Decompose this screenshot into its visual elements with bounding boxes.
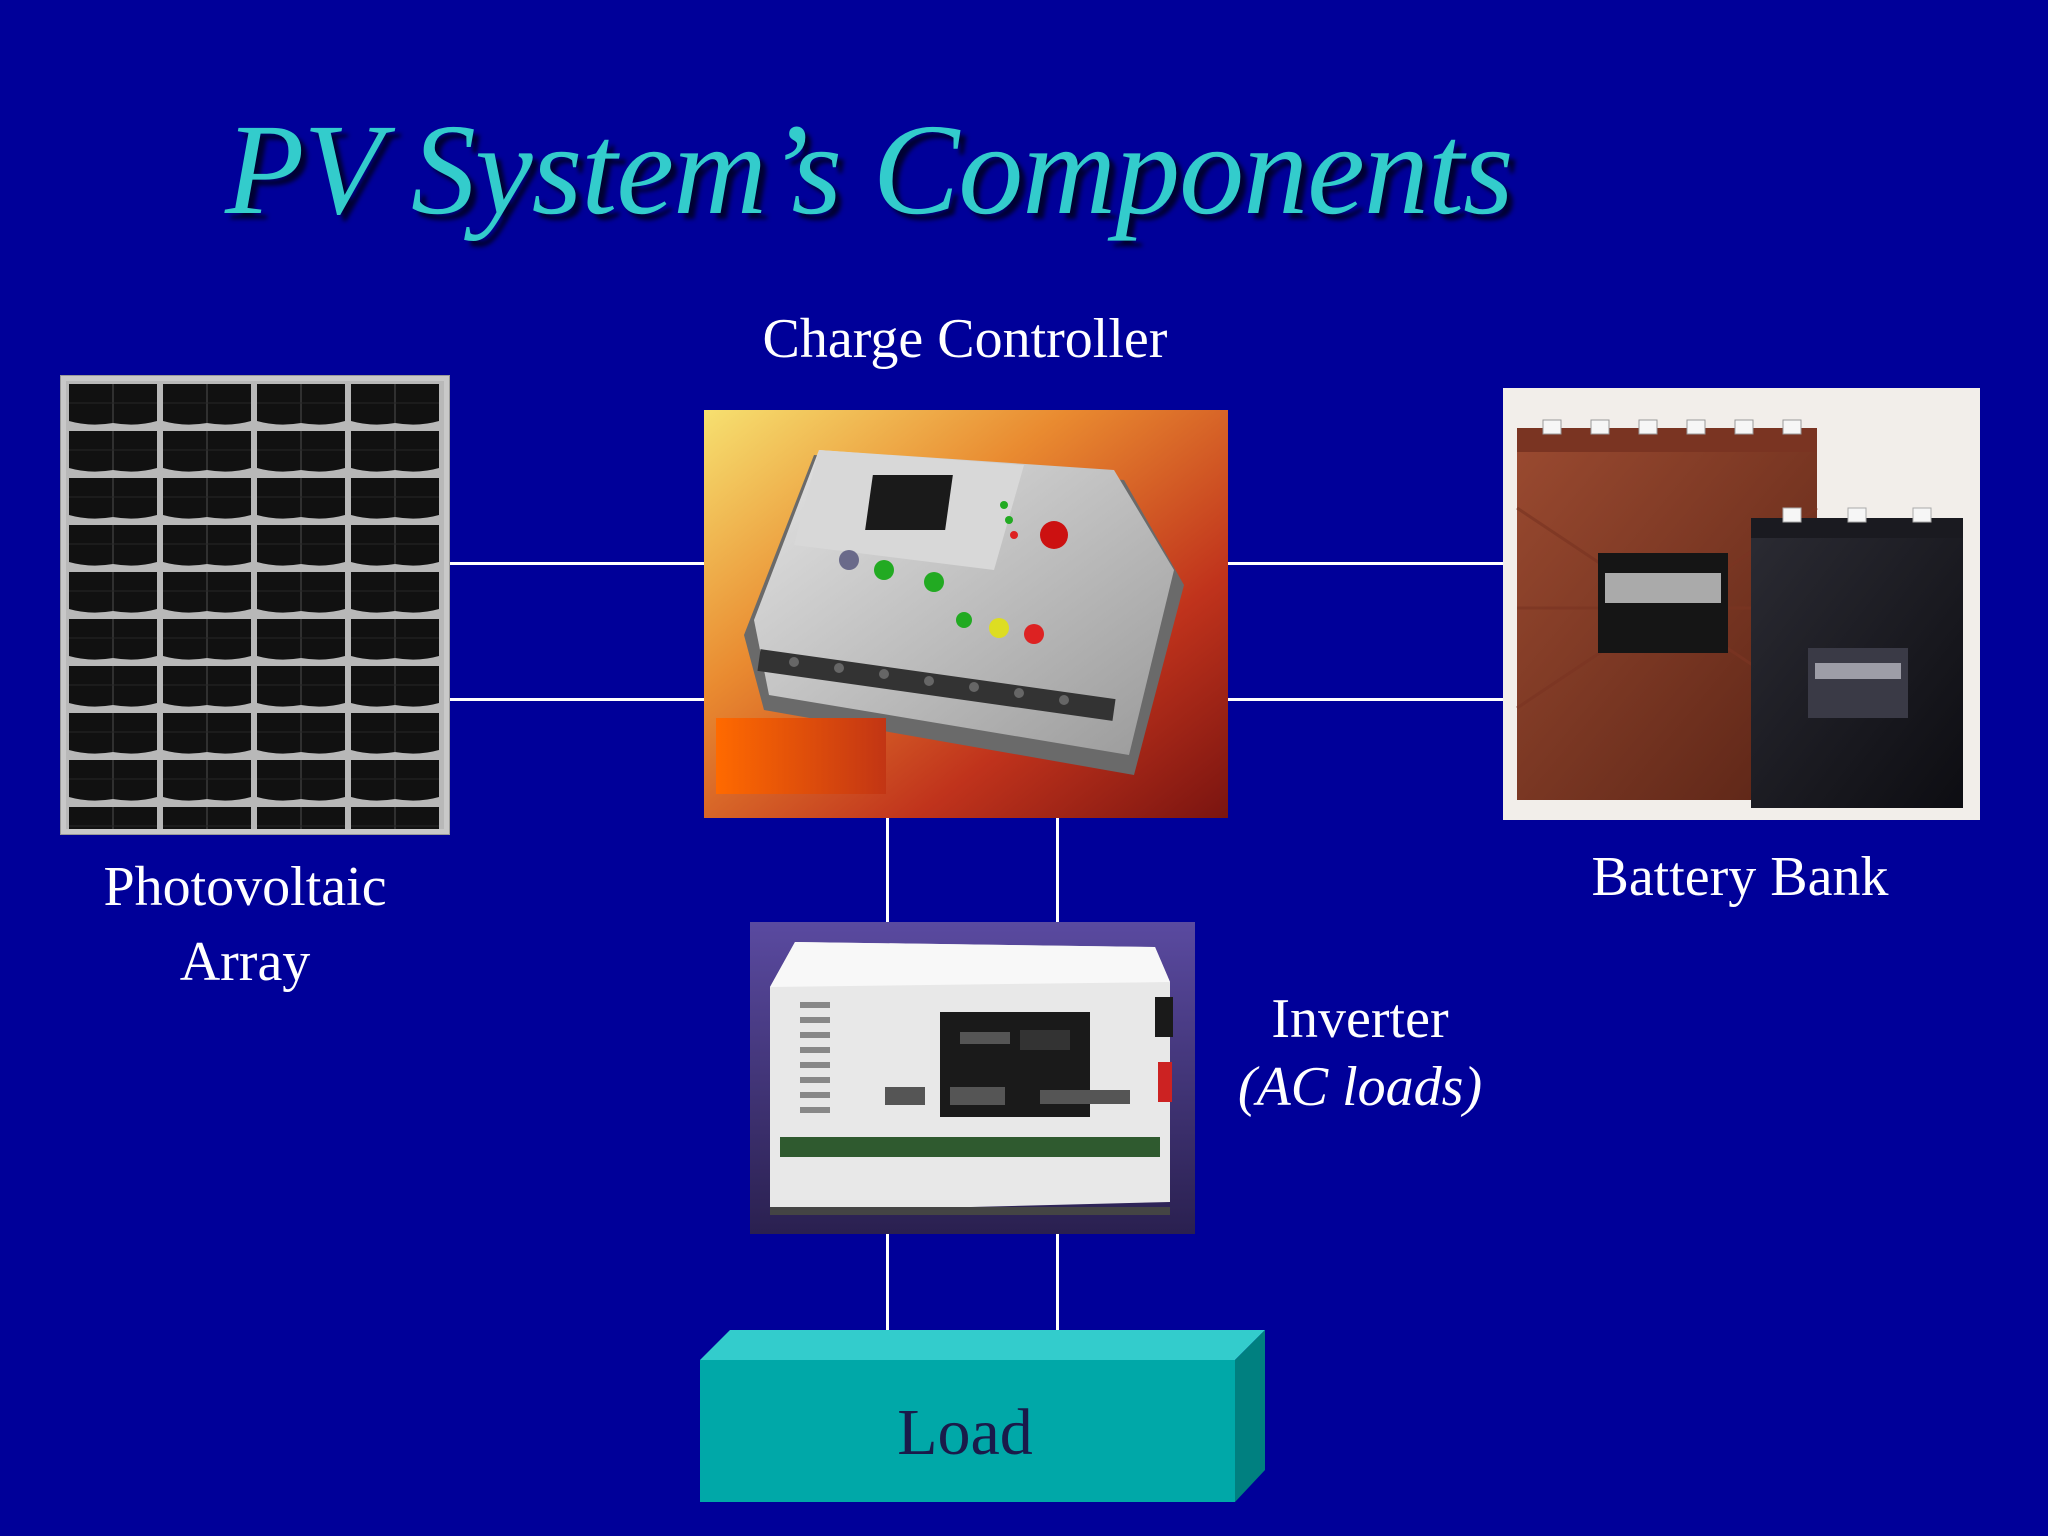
wire-pv-to-controller-bottom (450, 698, 705, 701)
pv-array-label: Photovoltaic Array (45, 850, 445, 1000)
battery-bank-label: Battery Bank (1591, 846, 1889, 908)
wire-controller-to-battery-top (1228, 562, 1503, 565)
inverter-label-line1: Inverter (1271, 988, 1449, 1050)
pv-array-image (60, 375, 450, 835)
charge-controller-image (704, 410, 1228, 818)
inverter-label-sub: (AC loads) (1237, 1056, 1483, 1118)
inverter-label: Inverter (AC loads) (1200, 985, 1520, 1121)
battery-bank-image (1503, 388, 1980, 820)
slide-title: PV System’s Components (225, 98, 1514, 242)
inverter-label-line2: (AC loads) (1200, 1053, 1520, 1121)
load-box (700, 1330, 1265, 1502)
pv-array-label-line1: Photovoltaic (103, 856, 387, 918)
wire-controller-to-inverter-right (1056, 818, 1059, 923)
wire-inverter-to-load-right (1056, 1233, 1059, 1333)
inverter-image (750, 922, 1195, 1234)
wire-inverter-to-load-left (886, 1233, 889, 1333)
wire-controller-to-inverter-left (886, 818, 889, 923)
wire-pv-to-controller-top (450, 562, 705, 565)
wire-controller-to-battery-bottom (1228, 698, 1503, 701)
load-label: Load (897, 1396, 1033, 1469)
charge-controller-label: Charge Controller (762, 308, 1168, 370)
pv-array-label-line2: Array (179, 931, 311, 993)
